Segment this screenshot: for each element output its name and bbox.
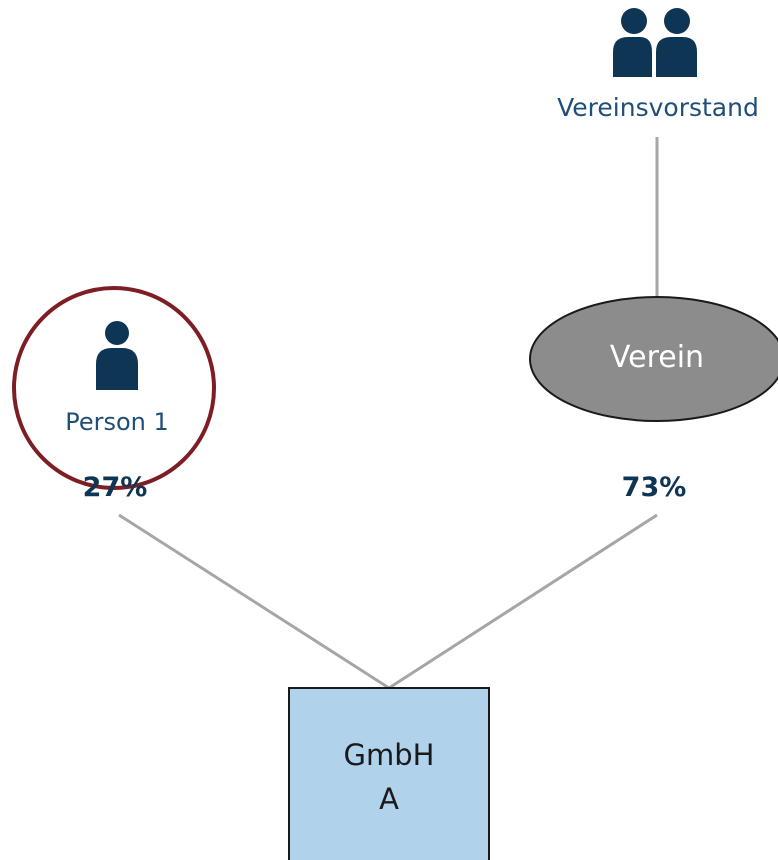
person-highlight-circle — [12, 286, 216, 490]
verein-share-percent: 73% — [621, 472, 687, 503]
gmbh-label-line2: A — [379, 782, 399, 816]
connector-verein-to-gmbh — [388, 513, 658, 690]
group-label: Vereinsvorstand — [557, 93, 759, 122]
verein-node — [529, 296, 778, 422]
person-share-percent: 27% — [82, 472, 148, 503]
connector-person-to-gmbh — [118, 513, 390, 690]
person-icon — [96, 321, 138, 390]
gmbh-label-line1: GmbH — [343, 738, 435, 772]
verein-label: Verein — [609, 340, 705, 375]
group-icon — [613, 8, 697, 77]
gmbh-node: GmbH A — [288, 687, 490, 860]
person-label: Person 1 — [65, 408, 169, 436]
